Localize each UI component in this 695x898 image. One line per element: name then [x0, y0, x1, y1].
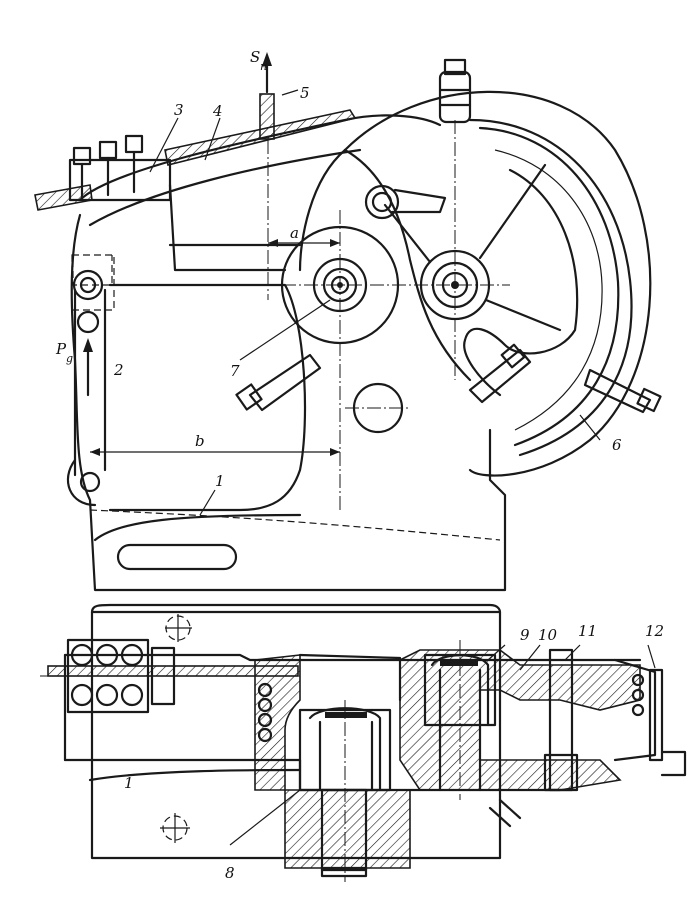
label-a: a — [290, 224, 299, 242]
pusher-bar — [259, 93, 275, 140]
base-block — [284, 789, 411, 869]
label-10: 10 — [538, 626, 558, 644]
label-5: 5 — [300, 84, 310, 102]
label-3: 3 — [174, 101, 184, 119]
label-8: 8 — [225, 864, 235, 882]
clamp-bolts — [72, 134, 144, 200]
pivot-pin-bottom — [79, 471, 101, 493]
label-12: 12 — [645, 622, 664, 640]
bearing-balls — [257, 673, 645, 743]
label-1: 1 — [215, 472, 225, 490]
adjust-screw-mid — [468, 343, 532, 404]
casing-section — [254, 654, 301, 791]
plan-section — [40, 603, 687, 882]
label-7: 7 — [230, 362, 240, 380]
pivot-pin-lower — [76, 310, 100, 334]
label-9: 9 — [520, 626, 530, 644]
label-11: 11 — [578, 622, 597, 640]
plan-outline — [90, 610, 502, 860]
label-pg: P — [55, 340, 67, 358]
label-4: 4 — [212, 102, 223, 120]
label-2: 2 — [113, 361, 124, 379]
label-b: b — [195, 432, 205, 450]
label-pg-sub: g — [66, 352, 73, 365]
body-frame — [70, 213, 507, 592]
label-6: 6 — [612, 436, 622, 454]
base-slot — [116, 543, 238, 571]
pivot-pin-top — [72, 269, 104, 301]
label-sn: S — [250, 48, 260, 66]
label-1b: 1 — [124, 774, 134, 792]
adjust-screw-right — [583, 368, 662, 414]
side-elevation — [34, 52, 662, 592]
clamp-block — [68, 158, 172, 202]
label-sn-sub: н — [260, 60, 267, 73]
large-wheel — [343, 90, 652, 477]
adjust-screw-left — [235, 353, 322, 412]
rim-section — [613, 658, 657, 762]
eccentric — [364, 184, 400, 220]
lower-screw — [488, 798, 522, 828]
